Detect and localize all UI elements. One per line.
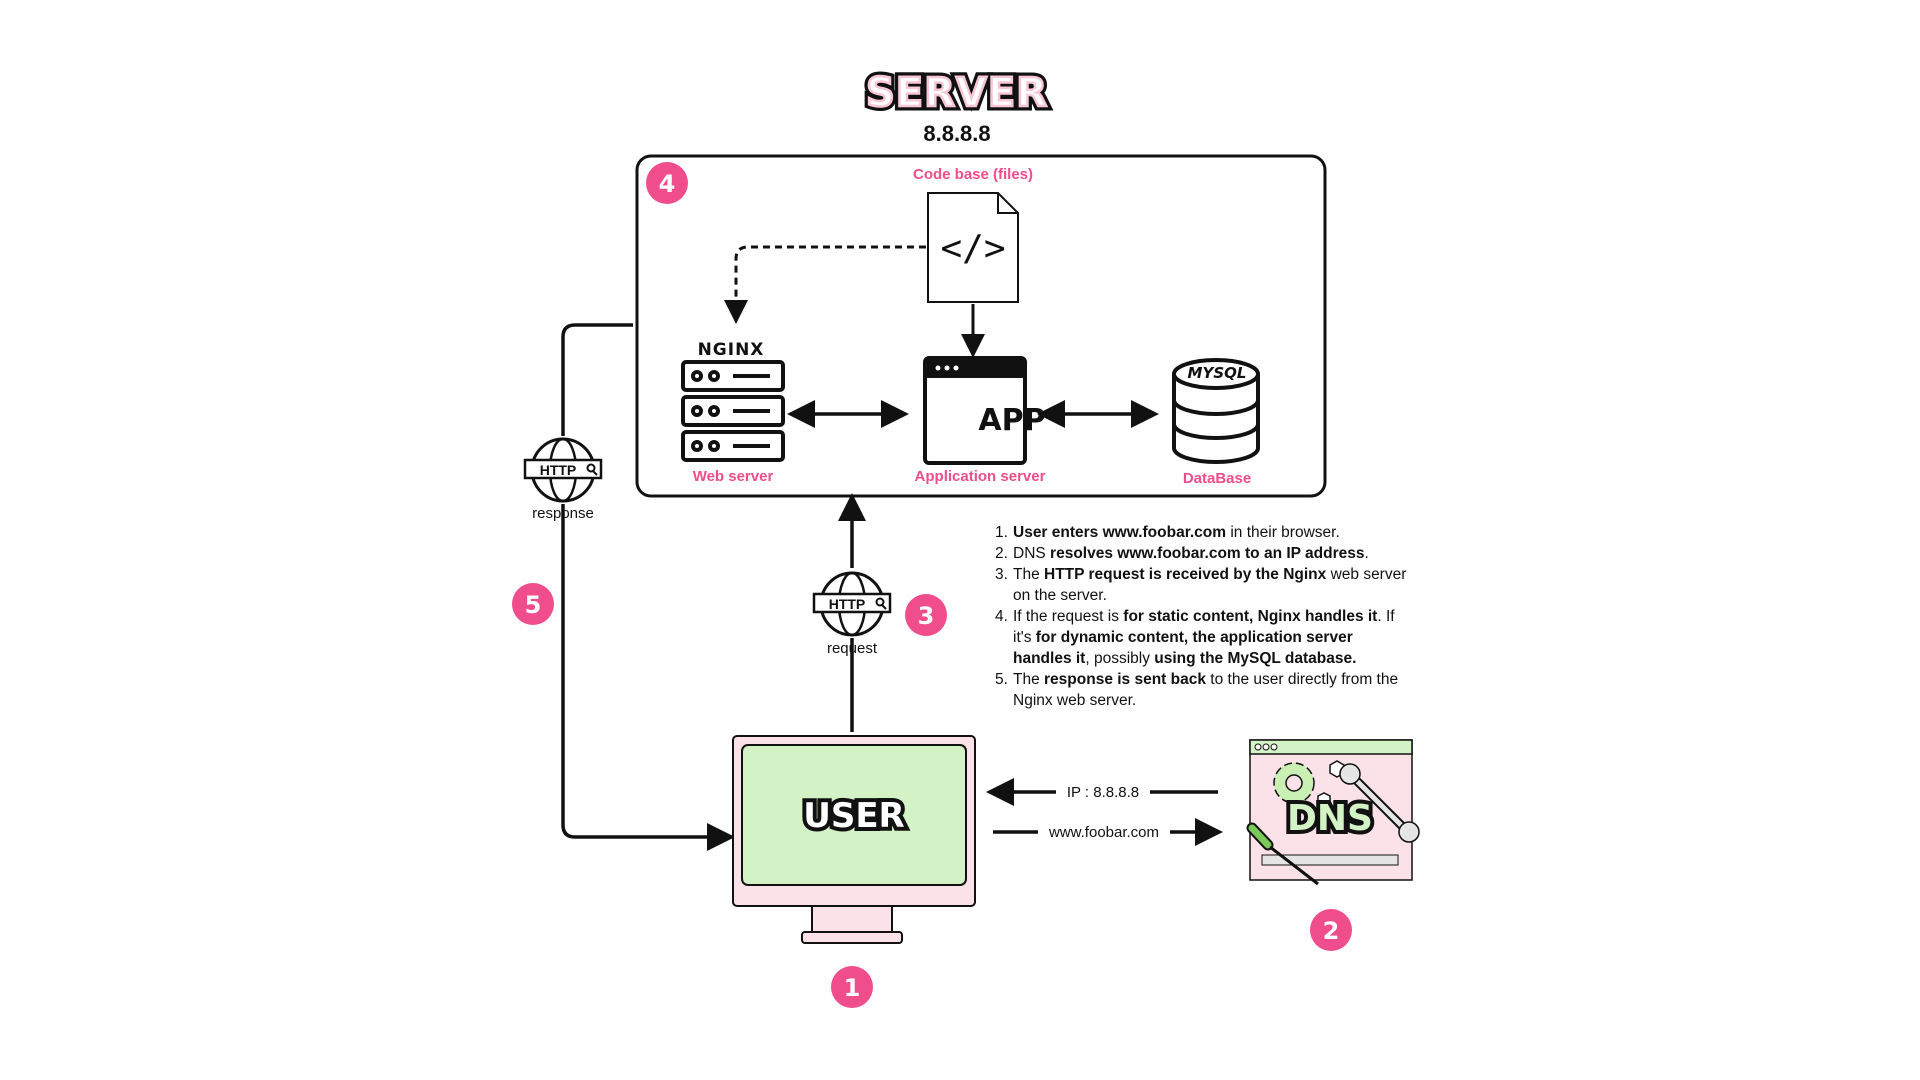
server-title: SERVER <box>866 70 1048 116</box>
step-badge-1: 1 <box>831 966 873 1008</box>
dns-label: DNS <box>1287 798 1373 839</box>
dns-domain-text: www.foobar.com <box>1048 824 1159 841</box>
mysql-brand: MYSQL <box>1188 364 1247 382</box>
step-text-bold: for static content, Nginx handles it <box>1123 608 1378 625</box>
steps-list: 1. User enters www.foobar.com in their br… <box>995 522 1415 711</box>
step-number: 2. <box>995 545 1008 562</box>
step-text: , possibly <box>1085 650 1155 667</box>
response-label: response <box>532 505 594 522</box>
step-text: . <box>1364 545 1369 562</box>
app-window-icon: APP <box>923 356 1046 465</box>
server-title-shadow-pink: SERVER <box>866 70 1048 116</box>
step-text: DNS <box>1013 545 1051 562</box>
dns-window-icon: DNS <box>1246 739 1420 886</box>
step-badge-5: 5 <box>512 583 554 625</box>
step-text: . If it's <box>1013 608 1395 646</box>
request-label: request <box>827 640 878 657</box>
response-path <box>561 323 735 851</box>
step-text: in their browser. <box>1226 524 1340 541</box>
step-number: 1. <box>995 524 1008 541</box>
step-badge-4: 4 <box>646 162 688 204</box>
step-item: 2. DNS resolves www.foobar.com to an IP a… <box>995 543 1415 564</box>
step-text-bold: resolves www.foobar.com to an IP address <box>1050 545 1365 562</box>
http-badge-text: HTTP <box>829 596 866 612</box>
server-ip: 8.8.8.8 <box>923 121 990 146</box>
database-label: DataBase <box>1183 470 1251 487</box>
step-text-bold: User enters www.foobar.com <box>1013 524 1227 541</box>
http-globe-icon-response: HTTP <box>523 437 603 503</box>
step-number: 4. <box>995 608 1008 625</box>
codebase-label: Code base (files) <box>913 166 1033 183</box>
nginx-brand: NGINX <box>698 340 765 360</box>
step-text: If the request is <box>1013 608 1124 625</box>
webserver-label: Web server <box>693 468 774 485</box>
user-label: USER <box>803 796 905 836</box>
static-files-connector <box>724 245 926 324</box>
server-rack-icon <box>681 360 785 462</box>
gear-icon <box>1273 762 1315 804</box>
nut-icon <box>1317 792 1331 807</box>
step-number: 5. <box>995 671 1008 688</box>
step-text: web server on the server. <box>1013 566 1407 604</box>
step-badge-2: 2 <box>1310 909 1352 951</box>
step-text-bold: HTTP request is received by the Nginx <box>1044 566 1327 583</box>
dns-ip-text: IP : 8.8.8.8 <box>1067 784 1139 801</box>
screwdriver-icon <box>1246 822 1319 886</box>
badge-number: 5 <box>525 591 542 619</box>
step-text: The <box>1013 566 1045 583</box>
badge-number: 1 <box>844 974 861 1002</box>
step-item: 5. The response is sent back to the user … <box>995 669 1415 711</box>
code-file-icon: </> <box>927 192 1019 303</box>
server-box <box>635 154 1327 498</box>
step-text: to the user directly from the Nginx web … <box>1013 671 1399 709</box>
database-icon <box>1172 358 1260 464</box>
wrench-icon <box>1339 763 1420 843</box>
step-text: The <box>1013 671 1045 688</box>
badge-number: 2 <box>1323 917 1340 945</box>
http-badge-text: HTTP <box>540 462 577 478</box>
step-text-bold: response is sent back <box>1044 671 1206 688</box>
http-globe-icon-request: HTTP <box>812 571 892 637</box>
step-badge-3: 3 <box>905 594 947 636</box>
badge-number: 3 <box>918 602 935 630</box>
user-monitor-icon: USER <box>732 735 976 944</box>
badge-number: 4 <box>659 170 676 198</box>
appserver-label: Application server <box>915 468 1046 485</box>
step-item: 1. User enters www.foobar.com in their br… <box>995 522 1415 543</box>
step-text-bold: for dynamic content, the application ser… <box>1013 629 1353 667</box>
code-glyph: </> <box>940 228 1005 269</box>
step-item: 3. The HTTP request is received by the Ng… <box>995 564 1415 606</box>
step-text-bold: using the MySQL database. <box>1154 650 1357 667</box>
step-item: 4. If the request is for static content, … <box>995 606 1415 669</box>
step-number: 3. <box>995 566 1008 583</box>
app-text: APP <box>978 403 1045 438</box>
